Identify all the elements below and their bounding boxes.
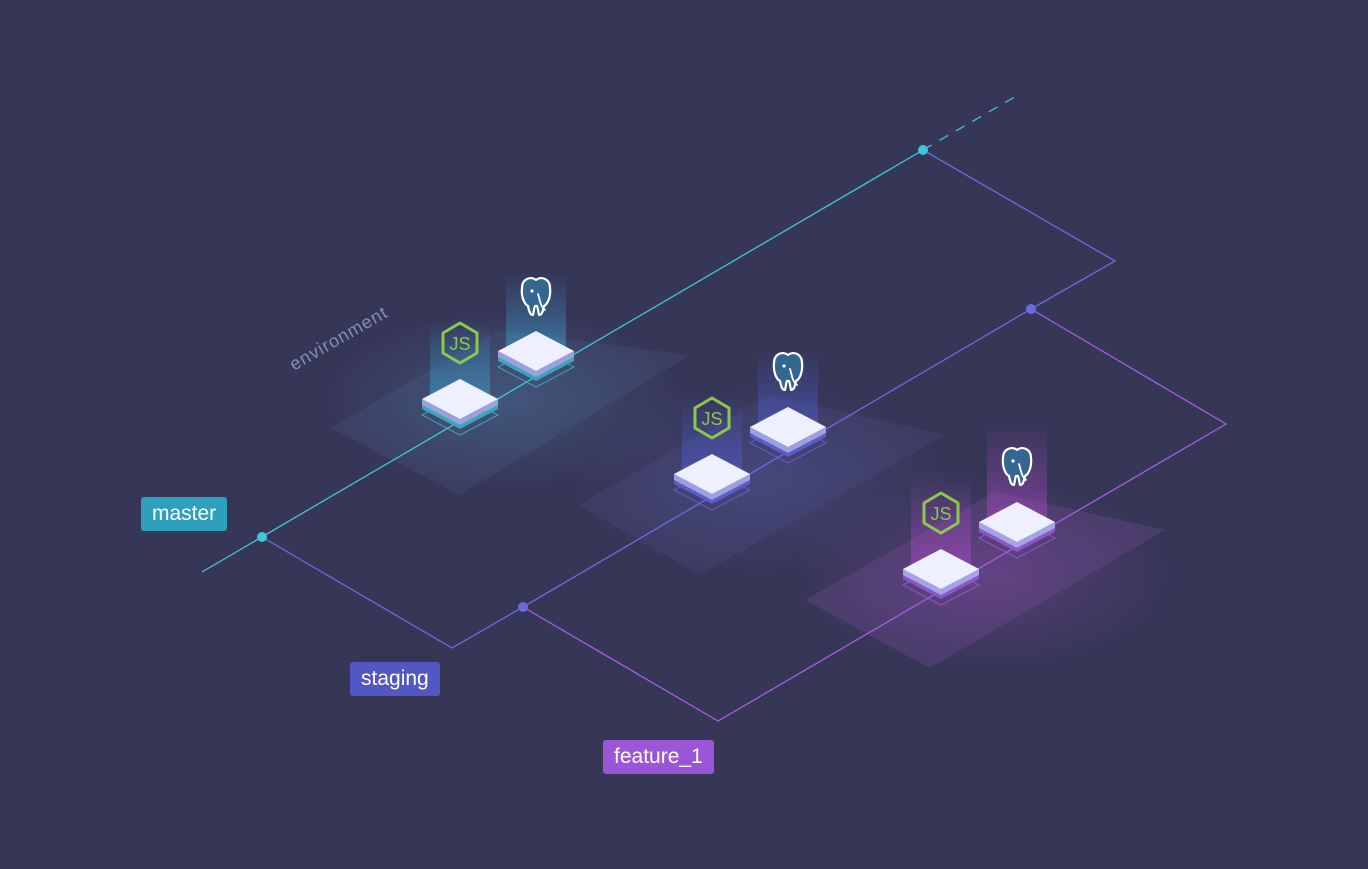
environment-area-feature <box>795 480 1175 670</box>
environment-staging <box>673 348 827 511</box>
master-top-point <box>918 145 928 155</box>
staging-top-point <box>1026 304 1036 314</box>
staging-loop-line <box>922 149 1117 310</box>
environment-feature <box>902 420 1056 606</box>
staging-line <box>261 308 1032 649</box>
branch-label-staging: staging <box>350 662 440 696</box>
staging-branch-point <box>518 602 528 612</box>
branch-label-feature: feature_1 <box>603 740 714 774</box>
master-branch-point <box>257 532 267 542</box>
branch-label-master: master <box>141 497 228 531</box>
master-line-dashed <box>922 94 1019 151</box>
environment-master <box>421 272 575 436</box>
